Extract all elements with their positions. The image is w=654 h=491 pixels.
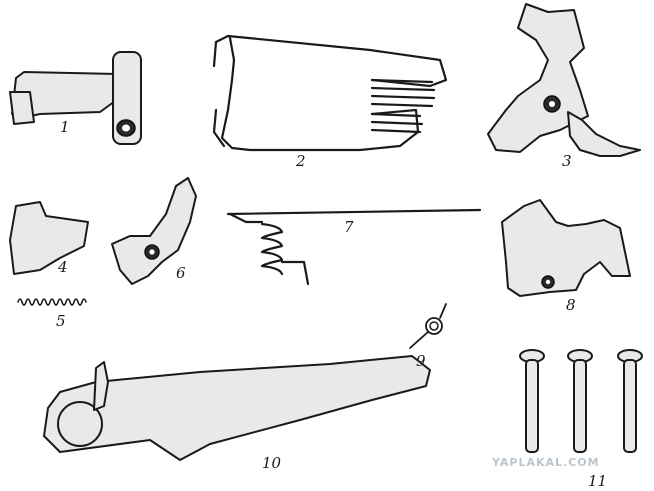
label-part-1: 1 (60, 118, 70, 136)
label-part-4: 4 (58, 258, 68, 276)
watermark: YAPLAKAL.COM (492, 456, 600, 469)
part-9-torsion-spring (409, 303, 447, 349)
label-part-11: 11 (588, 472, 608, 490)
pin-left (519, 349, 545, 453)
part-8-plate (501, 199, 631, 297)
label-part-10: 10 (262, 454, 282, 472)
label-part-7: 7 (344, 218, 354, 236)
part-3-trigger (487, 3, 641, 157)
part-1-sear (9, 51, 142, 145)
part-4-block (9, 201, 89, 275)
part-2-spring (212, 34, 448, 152)
part-6-lever (111, 177, 197, 285)
part-7-rod-spring (226, 208, 482, 286)
label-part-2: 2 (296, 152, 306, 170)
part-10-housing (43, 355, 431, 461)
pin-right (617, 349, 643, 453)
label-part-5: 5 (56, 312, 66, 330)
label-part-8: 8 (566, 296, 576, 314)
pin-middle (567, 349, 593, 453)
label-part-9: 9 (416, 352, 426, 370)
label-part-6: 6 (176, 264, 186, 282)
part-5-small-spring (17, 298, 87, 306)
part-11-pins (519, 349, 643, 453)
label-part-3: 3 (562, 152, 572, 170)
